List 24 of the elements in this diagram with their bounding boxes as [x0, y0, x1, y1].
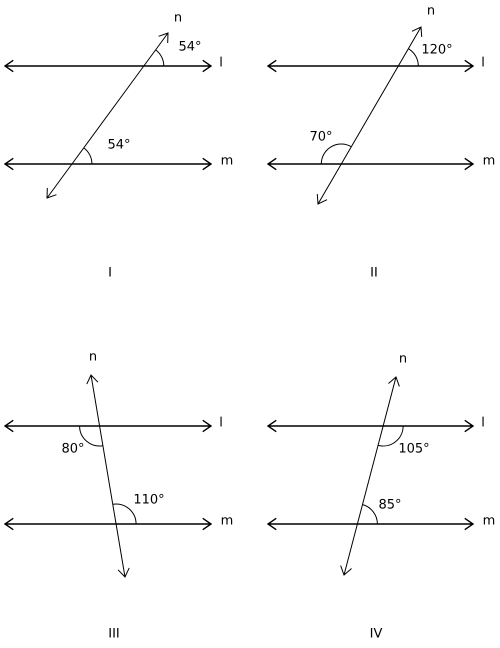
line-name: m [220, 514, 234, 528]
angle-label: 105° [398, 442, 430, 456]
angle-label: 80° [61, 442, 85, 456]
angle-label: 70° [309, 130, 333, 144]
angle-label: 120° [421, 44, 453, 56]
line-name: n [88, 350, 98, 364]
figure-label: I [108, 266, 112, 280]
angle-label: 110° [133, 494, 165, 506]
line-name: l [219, 56, 223, 70]
angle-label: 85° [378, 498, 402, 512]
figure-label: III [108, 628, 120, 640]
line-name: m [482, 154, 496, 168]
line-name: n [398, 352, 408, 366]
line-name: m [482, 514, 496, 528]
line-name: n [174, 12, 182, 24]
line-name: l [481, 416, 485, 430]
line-name: n [426, 4, 436, 18]
angle-label: 54° [107, 138, 131, 152]
line-name: l [481, 56, 485, 70]
figure-label: II [370, 266, 378, 280]
line-name: l [219, 416, 223, 430]
line-name: m [220, 154, 234, 168]
angle-label: 54° [178, 40, 202, 54]
figure-label: IV [370, 628, 382, 640]
